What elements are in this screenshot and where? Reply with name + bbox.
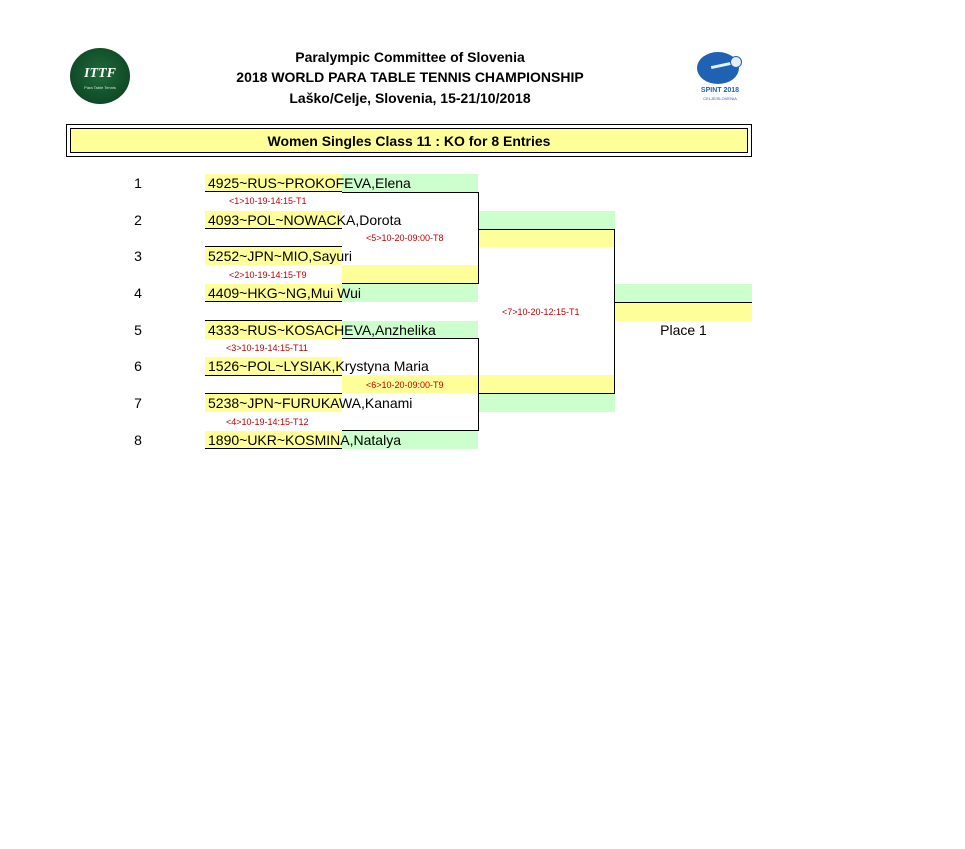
- spint-logo-text: SPINT 2018: [700, 87, 740, 94]
- final-bar: [615, 284, 752, 302]
- entry-underline: [205, 375, 342, 376]
- entry-bar: [205, 247, 342, 265]
- entry-bar: [205, 394, 342, 412]
- entry-underline: [205, 393, 342, 394]
- spint-logo: SPINT 2018 CELJE/SLOVENIA: [694, 52, 746, 104]
- ittf-logo-text: ITTF: [84, 66, 116, 81]
- entry-bar: [205, 357, 342, 375]
- r2-bar: [478, 211, 615, 229]
- entry-bar: [342, 431, 478, 449]
- final-bar: [615, 303, 752, 321]
- bracket-line: [478, 393, 615, 394]
- entry-bar: [205, 211, 342, 229]
- place-label: Place 1: [660, 322, 707, 338]
- entry-bar: [205, 174, 342, 192]
- bracket-line: [342, 430, 479, 431]
- match-info: <2>10-19-14:15-T9: [229, 270, 307, 280]
- entry-underline: [205, 228, 342, 229]
- bracket-line: [615, 302, 752, 303]
- entry-name: 4925~RUS~PROKOFEVA,Elena: [208, 175, 411, 191]
- entry-name: 1890~UKR~KOSMINA,Natalya: [208, 432, 401, 448]
- bracket-line: [342, 283, 479, 284]
- entry-bar: [205, 431, 342, 449]
- seed-number: 7: [134, 395, 142, 411]
- r2-bar: [478, 229, 615, 247]
- ball-dot-icon: [730, 56, 742, 68]
- entry-bar: [342, 174, 478, 192]
- r1-winner-slot: [342, 265, 478, 283]
- entry-name: 5238~JPN~FURUKAWA,Kanami: [208, 395, 413, 411]
- bracket-line: [478, 192, 479, 284]
- r2-bar: [478, 375, 615, 393]
- seed-number: 8: [134, 432, 142, 448]
- entry-bar: [205, 321, 342, 339]
- match-info: <6>10-20-09:00-T9: [366, 380, 444, 390]
- header-line-2: 2018 WORLD PARA TABLE TENNIS CHAMPIONSHI…: [236, 69, 584, 85]
- match-info: <1>10-19-14:15-T1: [229, 196, 307, 206]
- event-title-box: Women Singles Class 11 : KO for 8 Entrie…: [66, 124, 752, 157]
- entry-name: 5252~JPN~MIO,Sayuri: [208, 248, 352, 264]
- seed-number: 4: [134, 285, 142, 301]
- entry-bar: [342, 284, 478, 302]
- match-info: <4>10-19-14:15-T12: [226, 417, 309, 427]
- bracket-line: [478, 229, 615, 230]
- match-info: <3>10-19-14:15-T11: [226, 343, 308, 353]
- bracket-line: [342, 192, 478, 193]
- seed-number: 3: [134, 248, 142, 264]
- spint-logo-subtext: CELJE/SLOVENIA: [703, 96, 737, 101]
- entry-underline: [205, 191, 342, 192]
- r2-bar: [478, 394, 615, 412]
- seed-number: 1: [134, 175, 142, 191]
- entry-name: 4093~POL~NOWACKA,Dorota: [208, 212, 402, 228]
- entry-bar: [205, 284, 342, 302]
- entry-name: 1526~POL~LYSIAK,Krystyna Maria: [208, 358, 429, 374]
- bracket-line: [478, 338, 479, 431]
- seed-number: 6: [134, 358, 142, 374]
- r1-winner-slot: [342, 375, 478, 393]
- seed-number: 5: [134, 322, 142, 338]
- match-info: <5>10-20-09:00-T8: [366, 233, 444, 243]
- header-line-1: Paralympic Committee of Slovenia: [295, 49, 525, 65]
- ittf-logo-subtext: Para Table Tennis: [84, 85, 116, 90]
- entry-bar: [342, 321, 478, 339]
- seed-number: 2: [134, 212, 142, 228]
- match-info: <7>10-20-12:15-T1: [502, 307, 580, 317]
- entry-name: 4333~RUS~KOSACHEVA,Anzhelika: [208, 322, 436, 338]
- bracket-line: [614, 229, 615, 394]
- header-line-3: Laško/Celje, Slovenia, 15-21/10/2018: [289, 90, 531, 106]
- ittf-logo: ITTF Para Table Tennis: [70, 48, 130, 104]
- entry-underline: [205, 448, 342, 449]
- bracket-line: [342, 338, 478, 339]
- entry-underline: [205, 301, 342, 302]
- event-title: Women Singles Class 11 : KO for 8 Entrie…: [70, 128, 748, 153]
- entry-underline: [205, 246, 342, 247]
- entry-underline: [205, 320, 342, 321]
- entry-name: 4409~HKG~NG,Mui Wui: [208, 285, 362, 301]
